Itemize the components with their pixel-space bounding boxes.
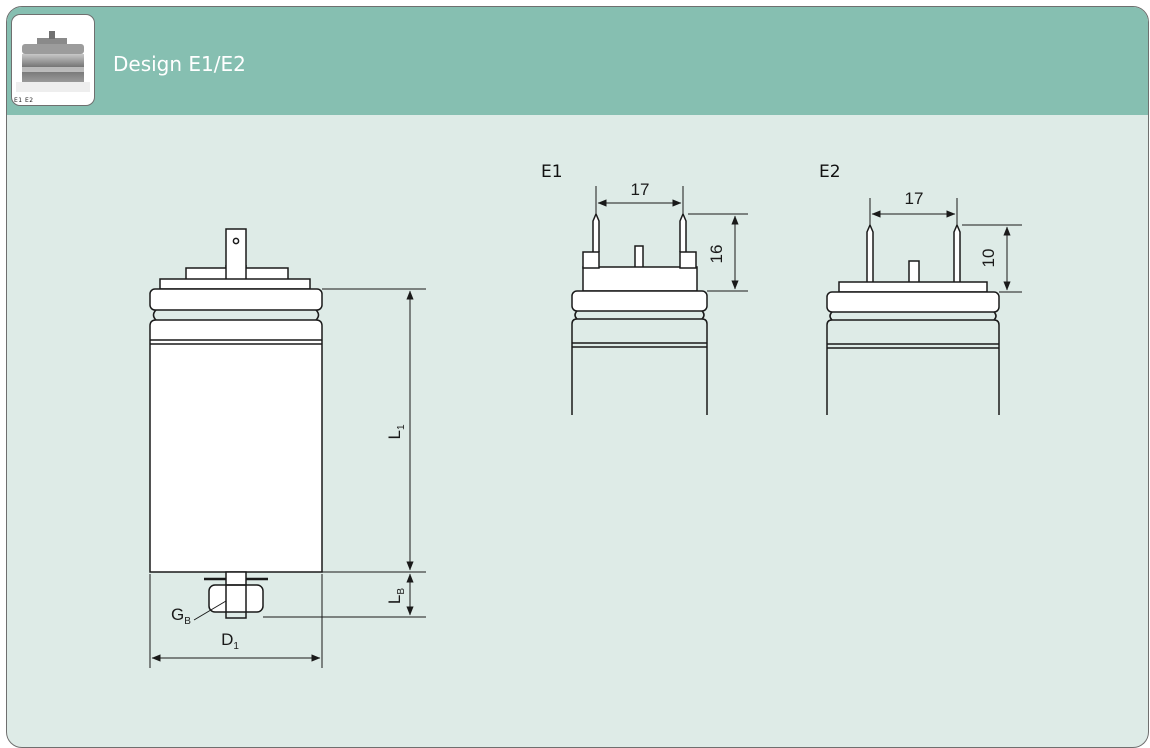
page-title: Design E1/E2 bbox=[113, 52, 246, 76]
e2-pin-height-value: 10 bbox=[979, 249, 998, 268]
thumbnail-caption: E1 E2 bbox=[14, 97, 34, 104]
mounting-bolt bbox=[204, 571, 268, 619]
e2-center-pin bbox=[908, 260, 920, 284]
e2-pin-left bbox=[866, 223, 874, 283]
e1-pin-right bbox=[679, 212, 687, 252]
e1-base bbox=[582, 266, 698, 292]
top-disc bbox=[159, 278, 311, 290]
dimension-l1-label: L1 bbox=[385, 424, 407, 439]
view-e2-label: E2 bbox=[819, 162, 841, 182]
e1-body bbox=[571, 318, 708, 415]
dimension-gb-label: GB bbox=[171, 605, 191, 627]
e1-dimensions bbox=[595, 186, 748, 292]
capacitor-thumbnail-image bbox=[16, 31, 90, 92]
main-dimensions bbox=[149, 288, 426, 668]
e1-pin-left bbox=[592, 212, 600, 252]
svg-text:L1: L1 bbox=[385, 424, 407, 439]
e2-pin-spacing-value: 17 bbox=[905, 189, 924, 208]
svg-text:LB: LB bbox=[385, 588, 407, 604]
product-thumbnail: E1 E2 bbox=[11, 14, 95, 106]
view-e1-label: E1 bbox=[541, 162, 563, 182]
e2-body bbox=[826, 319, 1000, 415]
e1-center-pin bbox=[634, 245, 644, 269]
capacitor-body bbox=[149, 319, 323, 573]
e2-capacitor-view bbox=[826, 223, 1000, 415]
e1-pin-height-value: 16 bbox=[707, 245, 726, 264]
dimension-d1-label: D1 bbox=[221, 630, 239, 652]
e1-pin-spacing-value: 17 bbox=[631, 180, 650, 199]
e1-rim bbox=[571, 290, 708, 312]
top-rim bbox=[149, 288, 323, 311]
e2-rim bbox=[826, 291, 1000, 313]
e2-base bbox=[838, 281, 988, 293]
e2-dimensions bbox=[869, 198, 1022, 293]
e2-pin-right bbox=[953, 223, 961, 283]
main-capacitor-view bbox=[149, 228, 323, 621]
e1-capacitor-view bbox=[571, 212, 708, 415]
dimension-lb-label: LB bbox=[385, 588, 407, 604]
technical-drawing: L1 LB D1 GB E1 17 16 E2 bbox=[149, 162, 1022, 668]
card-header: E1 E2 Design E1/E2 bbox=[7, 7, 1148, 115]
